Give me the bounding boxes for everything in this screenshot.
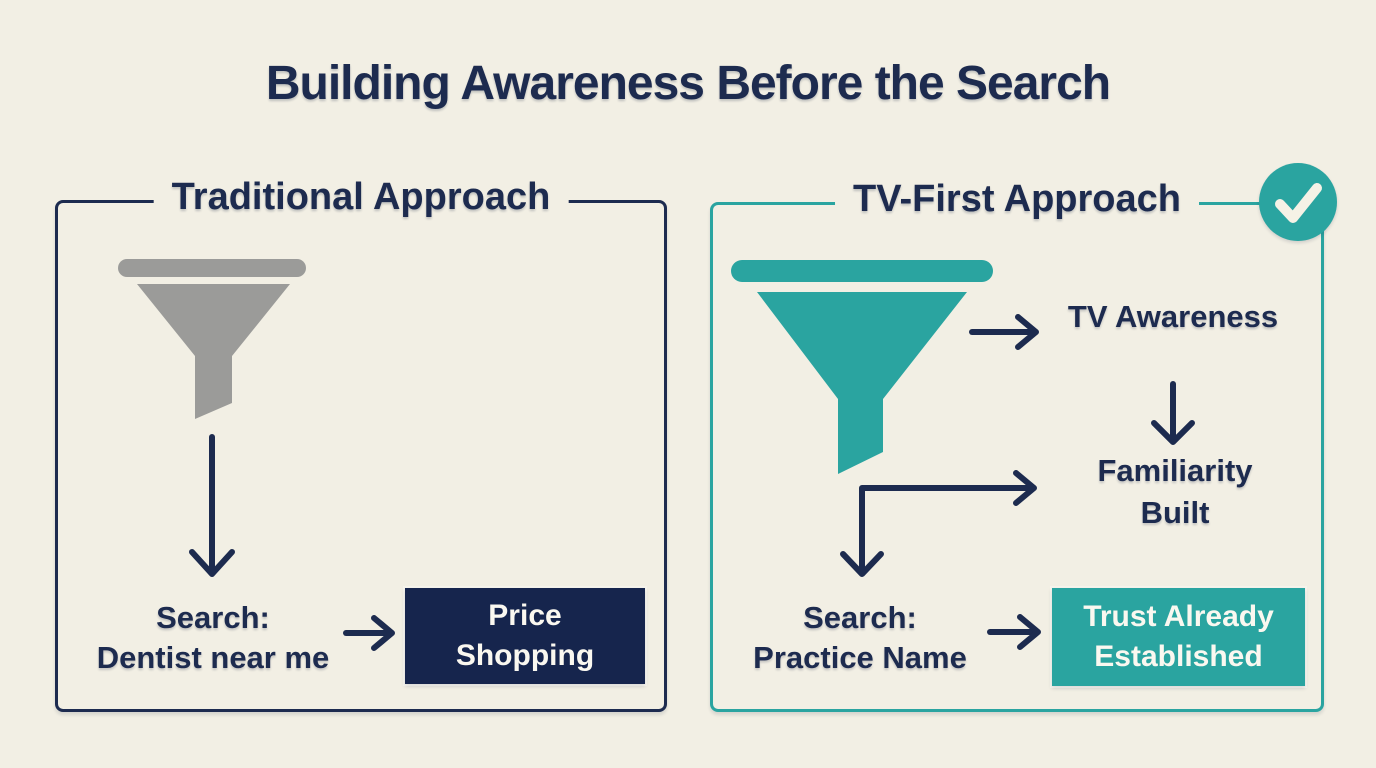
tv-first-panel-title: TV-First Approach (835, 178, 1199, 221)
traditional-search-label: Search: Dentist near me (58, 598, 368, 678)
familiarity-built-label: Familiarity Built (1097, 453, 1253, 530)
tv-awareness-label: TV Awareness (1067, 299, 1279, 334)
trust-established-label: Trust Already Established (1083, 600, 1274, 673)
price-shopping-box: Price Shopping (405, 588, 645, 684)
trust-established-box: Trust Already Established (1052, 588, 1305, 686)
checkmark-icon (1275, 183, 1322, 223)
tv-first-search-line2: Practice Name (753, 640, 967, 675)
price-shopping-label: Price Shopping (455, 599, 595, 672)
tv-first-search-label: Search: Practice Name (700, 598, 1020, 678)
traditional-search-line1: Search: (156, 600, 270, 635)
traditional-search-line2: Dentist near me (96, 640, 330, 675)
tv-first-search-line1: Search: (803, 600, 917, 635)
traditional-panel-title: Traditional Approach (153, 176, 569, 219)
checkmark-badge (1259, 163, 1337, 241)
page-title: Building Awareness Before the Search (265, 57, 1111, 110)
tv-first-panel: TV-First Approach (710, 163, 1337, 712)
traditional-panel: Traditional Approach (55, 176, 667, 712)
